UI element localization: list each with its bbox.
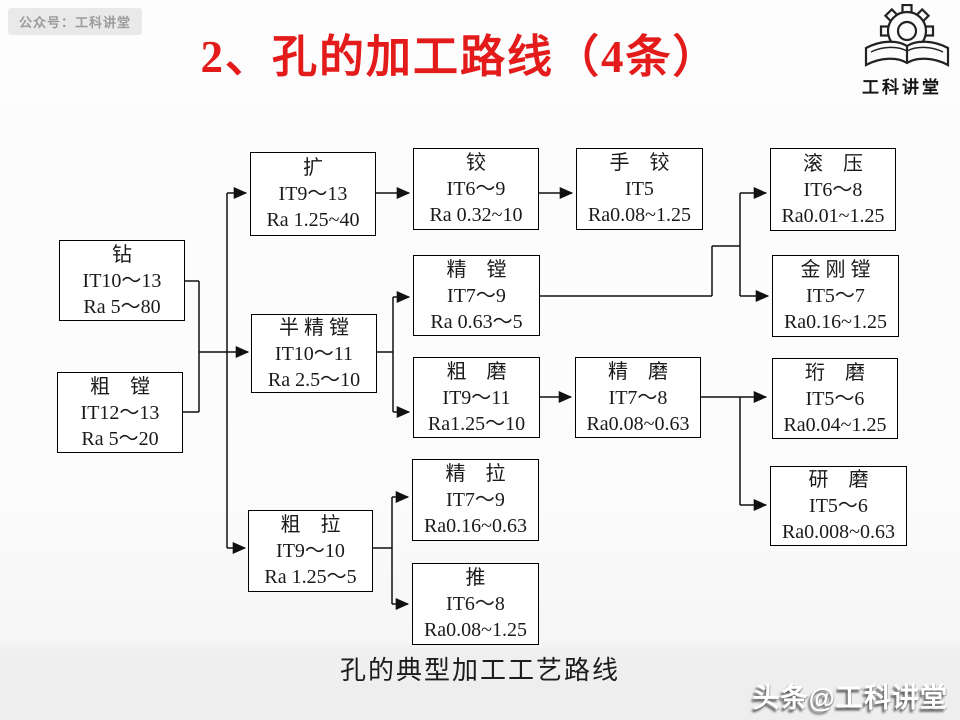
tolerance-grade: IT5～6	[809, 495, 868, 517]
roughness: Ra 2.5～10	[267, 368, 361, 391]
tolerance-grade: IT5～6	[805, 387, 865, 410]
flow-box-hand-ream: 手 铰 IT5 Ra0.08~1.25	[576, 148, 703, 230]
roughness: Ra0.08~1.25	[423, 619, 528, 641]
flow-box-ream: 铰 IT6～9 Ra 0.32~10	[413, 148, 539, 230]
process-name: 粗 磨	[446, 360, 507, 383]
process-name: 扩	[303, 157, 323, 179]
tolerance-grade: IT10～13	[82, 269, 162, 292]
gear-book-icon	[864, 3, 950, 67]
flow-box-semifinish-bore: 半 精 镗 IT10～11 Ra 2.5～10	[251, 314, 377, 393]
roughness: Ra 1.25~40	[266, 209, 360, 231]
process-name: 研 磨	[808, 469, 869, 491]
wechat-account-badge: 公众号：工科讲堂	[8, 8, 143, 35]
connector-trunk	[183, 193, 741, 604]
brand-logo: 工科讲堂	[850, 3, 954, 98]
logo-text: 工科讲堂	[862, 78, 942, 97]
flow-box-finish-broach: 精 拉 IT7～9 Ra0.16~0.63	[412, 459, 539, 541]
roughness: Ra 1.25～5	[264, 566, 357, 588]
tolerance-grade: IT9～11	[442, 386, 511, 409]
roughness: Ra0.16~0.63	[423, 515, 528, 537]
tolerance-grade: IT6～8	[446, 593, 505, 615]
flow-box-drill: 钻 IT10～13 Ra 5～80	[59, 240, 185, 321]
roughness: Ra 5～80	[83, 295, 161, 318]
process-name: 推	[465, 567, 486, 589]
flow-box-lapping: 研 磨 IT5～6 Ra0.008~0.63	[770, 466, 907, 546]
process-name: 金 刚 镗	[800, 259, 871, 281]
process-name: 珩 磨	[805, 361, 865, 384]
process-name: 铰	[466, 152, 486, 174]
roughness: Ra1.25～10	[427, 412, 526, 435]
process-name: 粗 拉	[280, 514, 341, 536]
roughness: Ra0.16~1.25	[783, 311, 888, 333]
flow-box-expand: 扩 IT9～13 Ra 1.25~40	[250, 152, 376, 236]
flow-box-rough-bore: 粗 镗 IT12～13 Ra 5～20	[57, 372, 183, 453]
tolerance-grade: IT9～10	[276, 540, 345, 562]
roughness: Ra0.008~0.63	[781, 521, 896, 543]
flow-box-rough-broach: 粗 拉 IT9～10 Ra 1.25～5	[248, 510, 373, 592]
tolerance-grade: IT9～13	[278, 183, 348, 205]
roughness: Ra0.08~1.25	[587, 204, 692, 226]
page-title: 2、孔的加工路线（4条）	[200, 32, 720, 82]
process-name: 精 镗	[446, 258, 507, 281]
roughness: Ra0.01~1.25	[781, 204, 885, 227]
tolerance-grade: IT6～9	[446, 178, 506, 200]
toutiao-watermark: 头条@工科讲堂	[752, 683, 948, 713]
flow-box-finish-bore: 精 镗 IT7～9 Ra 0.63～5	[413, 255, 540, 336]
tolerance-grade: IT7～8	[608, 386, 668, 409]
flow-box-push: 推 IT6～8 Ra0.08~1.25	[412, 563, 539, 645]
process-name: 精 磨	[608, 360, 668, 383]
roughness: Ra0.08~0.63	[586, 412, 690, 435]
diagram-caption: 孔的典型加工工艺路线	[339, 656, 620, 685]
process-name: 粗 镗	[90, 375, 150, 398]
flow-box-rolling: 滚 压 IT6～8 Ra0.01~1.25	[770, 148, 896, 231]
process-name: 钻	[112, 243, 132, 266]
process-name: 精 拉	[445, 463, 506, 485]
roughness: Ra 5～20	[81, 427, 159, 450]
tolerance-grade: IT6～8	[803, 178, 863, 201]
process-name: 半 精 镗	[279, 316, 349, 339]
process-name: 滚 压	[803, 152, 863, 175]
flow-box-diamond-bore: 金 刚 镗 IT5～7 Ra0.16~1.25	[772, 255, 899, 337]
tolerance-grade: IT12～13	[80, 401, 160, 424]
flow-box-finish-grind: 精 磨 IT7～8 Ra0.08~0.63	[575, 357, 701, 438]
process-name: 手 铰	[609, 152, 670, 174]
roughness: Ra 0.63～5	[430, 310, 523, 333]
tolerance-grade: IT5～7	[806, 285, 865, 307]
roughness: Ra0.04~1.25	[783, 413, 887, 436]
flow-box-honing: 珩 磨 IT5～6 Ra0.04~1.25	[772, 358, 898, 439]
roughness: Ra 0.32~10	[429, 204, 523, 226]
tolerance-grade: IT7～9	[446, 489, 505, 511]
flow-box-rough-grind: 粗 磨 IT9～11 Ra1.25～10	[413, 357, 540, 438]
tolerance-grade: IT10～11	[274, 342, 354, 365]
tolerance-grade: IT7～9	[447, 284, 506, 307]
tolerance-grade: IT5	[625, 178, 654, 200]
